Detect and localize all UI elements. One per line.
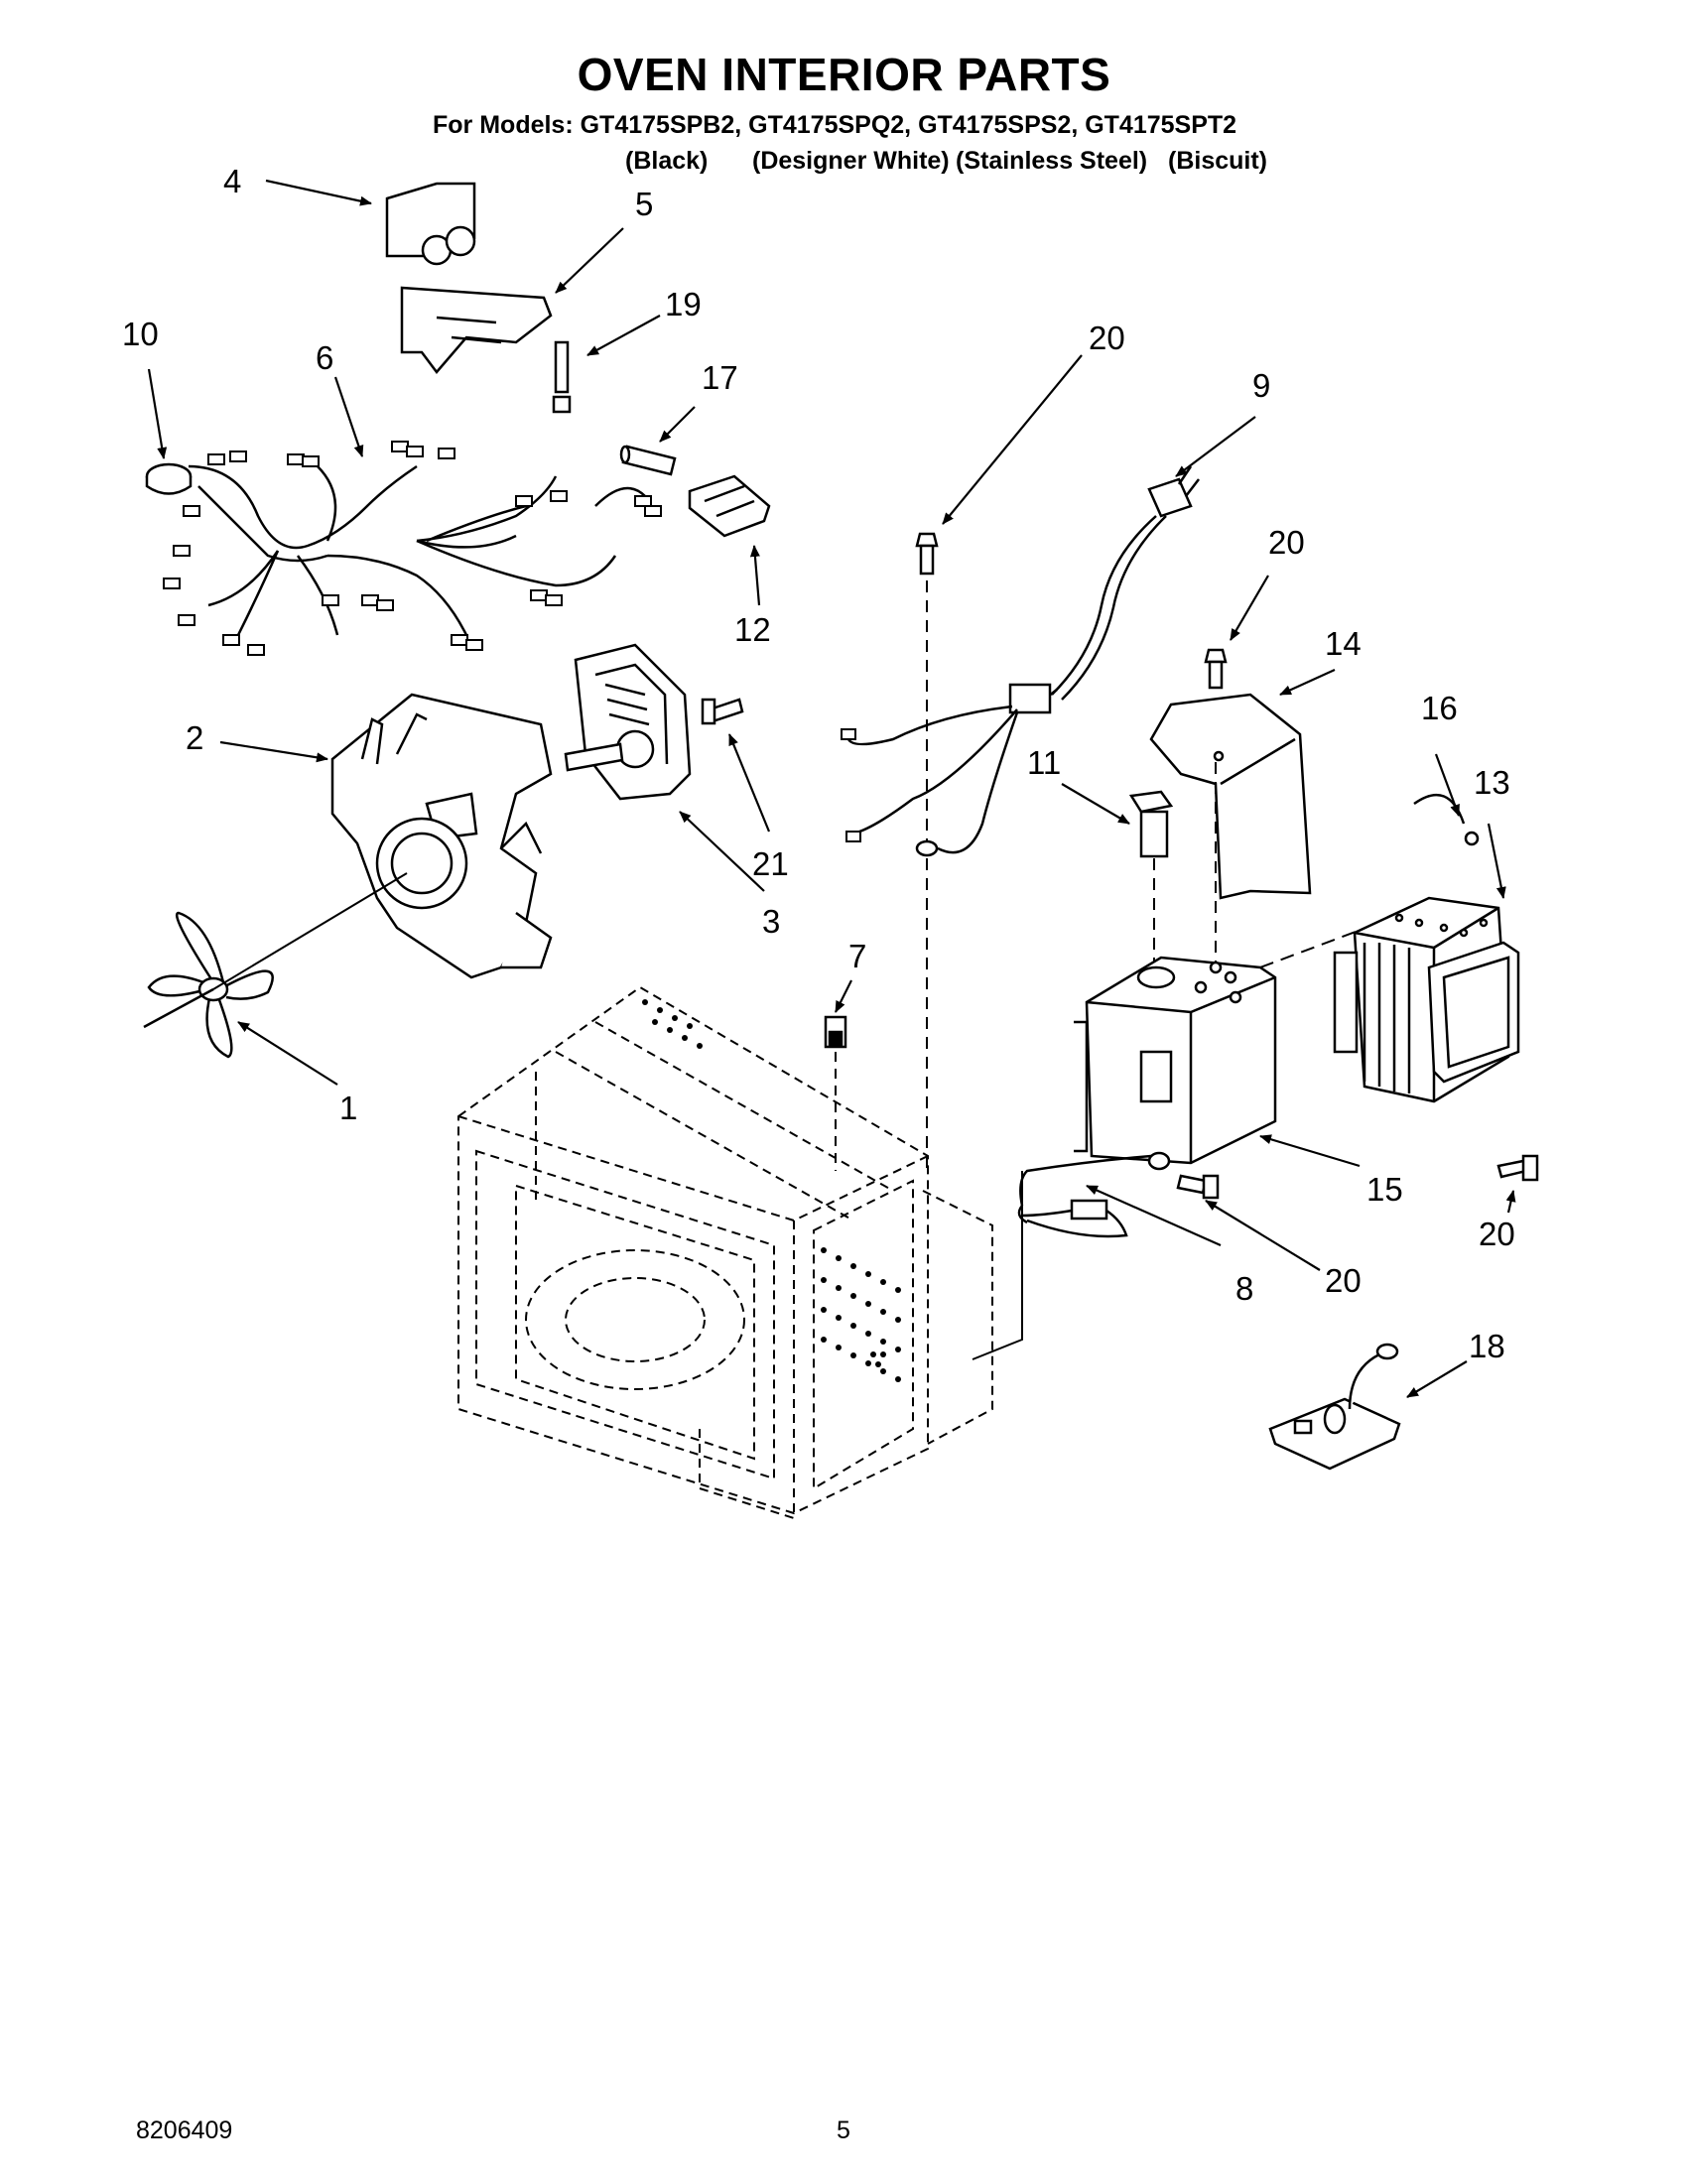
ground-washer — [915, 839, 939, 857]
power-cord-part — [846, 465, 1200, 854]
wire-harness-part — [188, 464, 646, 636]
callout-21: 21 — [752, 845, 789, 882]
document-number: 8206409 — [136, 2117, 233, 2144]
screw-20-top-part — [915, 532, 939, 576]
callout-14: 14 — [1325, 625, 1362, 662]
callout-20: 20 — [1268, 524, 1305, 561]
thermal-cutout-part — [145, 462, 193, 495]
callout-18: 18 — [1469, 1328, 1505, 1364]
screw-20-right-part — [1496, 1154, 1539, 1182]
callout-2: 2 — [186, 719, 203, 756]
callout-11: 11 — [1027, 744, 1061, 781]
callout-17: 17 — [702, 359, 738, 396]
callout-3: 3 — [762, 903, 780, 940]
cord-terminals — [841, 728, 861, 842]
leader-lines — [147, 179, 1516, 1398]
magnetron-part — [1333, 896, 1520, 1103]
models-line: For Models: GT4175SPB2, GT4175SPQ2, GT41… — [433, 111, 1237, 139]
callout-10: 10 — [122, 316, 159, 352]
switch-7-part — [824, 1015, 847, 1049]
callout-5: 5 — [635, 186, 653, 222]
color-stainless-steel: (Stainless Steel) — [956, 147, 1148, 175]
callout-20: 20 — [1479, 1216, 1515, 1252]
fan-shaft-line — [212, 872, 408, 990]
harness-terminals — [163, 441, 662, 656]
callout-4: 4 — [223, 163, 241, 199]
page-number: 5 — [837, 2117, 850, 2144]
callout-19: 19 — [665, 286, 702, 322]
color-designer-white: (Designer White) — [752, 147, 950, 175]
oven-cavity — [457, 985, 993, 1519]
fan-motor-part — [564, 643, 692, 801]
capacitor-bracket-part — [400, 286, 553, 374]
color-biscuit: (Biscuit) — [1168, 147, 1267, 175]
callout-12: 12 — [734, 611, 771, 648]
callout-6: 6 — [316, 339, 333, 376]
callout-labels: 4 5 19 10 6 17 20 9 12 20 14 16 13 2 11 … — [122, 163, 1515, 1364]
cavity-vent-dots — [642, 999, 901, 1382]
callout-9: 9 — [1252, 367, 1270, 404]
board-18-part — [1268, 1343, 1401, 1471]
callout-20: 20 — [1325, 1262, 1362, 1299]
diode-11-part — [1128, 790, 1174, 858]
transformer-bracket-part — [1074, 956, 1277, 1165]
callout-1: 1 — [339, 1090, 357, 1126]
fan-blade-part — [143, 911, 274, 1059]
filter-8-lead — [972, 1171, 1023, 1360]
callout-13: 13 — [1474, 764, 1510, 801]
page-title: OVEN INTERIOR PARTS — [577, 49, 1111, 100]
callout-20: 20 — [1089, 320, 1125, 356]
screw-20-lower-part — [1176, 1174, 1220, 1200]
lead-wire-16-part — [1413, 793, 1480, 846]
fuse-holder-part — [688, 474, 771, 538]
screw-21-part — [701, 698, 744, 725]
fan-housing-part — [330, 693, 553, 979]
color-black: (Black) — [625, 147, 709, 175]
bracket-14-part — [1149, 693, 1312, 900]
callout-7: 7 — [848, 938, 866, 974]
callout-15: 15 — [1366, 1171, 1403, 1208]
callout-8: 8 — [1235, 1270, 1253, 1307]
screw-20-mid-part — [1204, 648, 1228, 690]
fuse-part — [619, 445, 677, 476]
callout-16: 16 — [1421, 690, 1458, 726]
screw-19-part — [552, 340, 572, 414]
capacitor-part — [385, 182, 476, 266]
filter-8-part — [1017, 1151, 1171, 1238]
